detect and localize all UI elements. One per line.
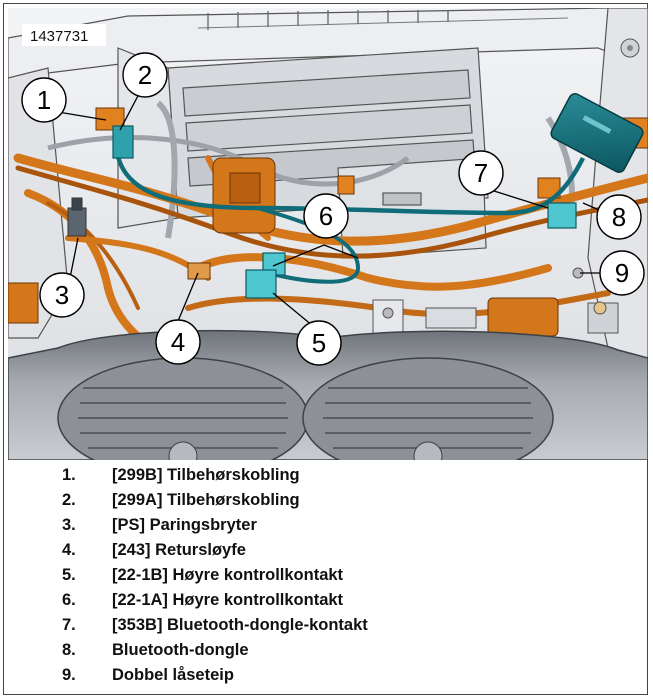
fasteners xyxy=(372,267,619,336)
legend-label: Bluetooth-dongle xyxy=(112,641,249,659)
cyan-connectors xyxy=(112,125,577,299)
bluetooth-dongle xyxy=(550,93,644,173)
legend-label: Dobbel låseteip xyxy=(112,666,234,684)
callout-7: 7 xyxy=(458,150,504,196)
legend-label: [PS] Paringsbryter xyxy=(112,516,257,534)
legend-number: 9. xyxy=(62,666,76,684)
figure-id-box xyxy=(22,24,106,46)
legend-label: [22-1A] Høyre kontrollkontakt xyxy=(112,591,344,609)
svg-text:1: 1 xyxy=(37,85,51,115)
callout-5: 5 xyxy=(296,320,342,366)
svg-text:8: 8 xyxy=(612,202,626,232)
svg-text:2: 2 xyxy=(138,60,152,90)
callout-8: 8 xyxy=(596,194,642,240)
orange-connectors xyxy=(8,107,648,337)
svg-text:9: 9 xyxy=(615,258,629,288)
legend-number: 8. xyxy=(62,641,76,659)
legend-label: [299A] Tilbehørskobling xyxy=(112,491,300,509)
leader-lines xyxy=(57,91,607,327)
legend-number: 2. xyxy=(62,491,76,509)
callout-1: 1 xyxy=(21,77,67,123)
callout-9: 9 xyxy=(599,250,645,296)
legend-number: 3. xyxy=(62,516,76,534)
legend-number: 1. xyxy=(62,466,76,484)
svg-text:7: 7 xyxy=(474,158,488,188)
figure-frame: 1437731 1 2 3 4 5 xyxy=(3,3,648,695)
legend-number: 6. xyxy=(62,591,76,609)
legend-label: [243] Retursløyfe xyxy=(112,541,246,559)
legend-number: 5. xyxy=(62,566,76,584)
callout-2: 2 xyxy=(122,52,168,98)
svg-text:5: 5 xyxy=(312,328,326,358)
legend-label: [353B] Bluetooth-dongle-kontakt xyxy=(112,616,368,634)
svg-text:6: 6 xyxy=(319,201,333,231)
callout-3: 3 xyxy=(39,272,85,318)
svg-text:4: 4 xyxy=(171,327,185,357)
legend-number: 7. xyxy=(62,616,76,634)
wiring-illustration: 1437731 1 2 3 4 5 xyxy=(8,8,648,460)
callouts: 1 2 3 4 5 6 7 8 9 xyxy=(21,52,645,366)
callout-4: 4 xyxy=(155,319,201,365)
dongle-cable xyxy=(113,142,586,216)
svg-text:3: 3 xyxy=(55,280,69,310)
callout-6: 6 xyxy=(303,193,349,239)
legend-number: 4. xyxy=(62,541,76,559)
pairing-switch xyxy=(67,197,87,237)
right-gauge xyxy=(302,357,554,460)
legend-label: [22-1B] Høyre kontrollkontakt xyxy=(112,566,344,584)
figure-id: 1437731 xyxy=(30,28,88,45)
legend-label: [299B] Tilbehørskobling xyxy=(112,466,300,484)
